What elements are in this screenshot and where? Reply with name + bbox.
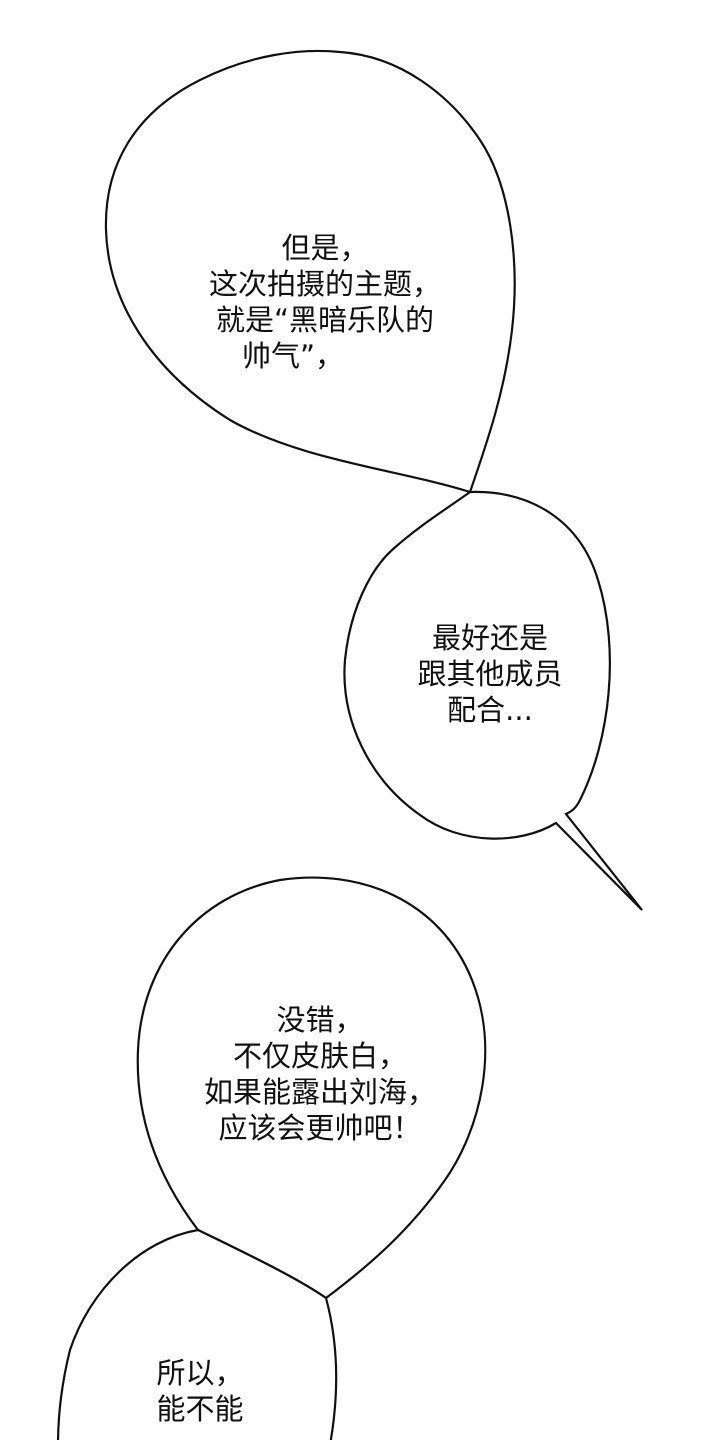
dialogue-line: 这次拍摄的主题， [208,267,441,301]
speech-bubble-4-outline [56,1228,338,1440]
dialogue-line: 不仅皮肤白， [232,1039,407,1073]
dialogue-line: 最好还是 [431,621,548,655]
speech-bubble-3-outline [136,876,487,1300]
dialogue-line: 就是“黑暗乐队的 [215,303,435,337]
speech-bubble-2-text: 最好还是 跟其他成员 配合... [385,620,595,728]
speech-bubble-3-text: 没错， 不仅皮肤白， 如果能露出刘海， 应该会更帅吧！ [180,1002,460,1146]
dialogue-line: 能不能 [156,1392,244,1426]
speech-bubble-2-outline [343,490,643,911]
dialogue-line: 帅气”， [242,339,345,373]
dialogue-line: 没错， [276,1003,364,1037]
speech-bubble-4-text: 所以， 能不能 [130,1355,270,1427]
dialogue-line: 跟其他成员 [417,657,563,691]
speech-bubble-1-outline [104,49,516,494]
dialogue-line: 配合... [447,693,533,727]
dialogue-line: 如果能露出刘海， [203,1075,436,1109]
dialogue-line: 应该会更帅吧！ [218,1111,422,1145]
speech-bubble-1-text: 但是， 这次拍摄的主题， 就是“黑暗乐队的 帅气”， [180,230,470,374]
dialogue-line: 但是， [281,231,369,265]
dialogue-line: 所以， [156,1356,244,1390]
